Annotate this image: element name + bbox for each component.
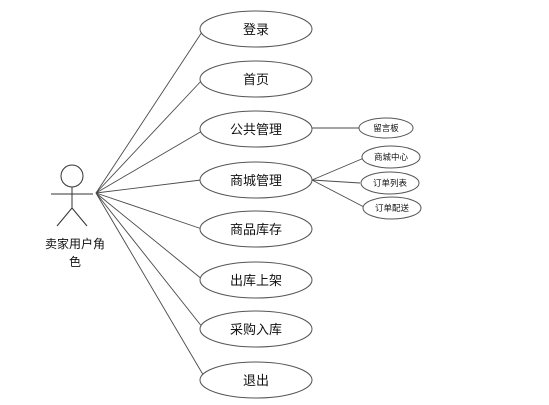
use-case-login-label: 登录 (243, 23, 269, 38)
actor-associations (95, 28, 206, 379)
use-case-stock-shape (199, 210, 313, 248)
sub-case-order-list[interactable]: 订单列表 (360, 171, 420, 195)
use-case-purchase[interactable]: 采购入库 (199, 310, 313, 348)
use-case-public-label: 公共管理 (230, 123, 282, 138)
use-case-logout-shape (199, 361, 313, 399)
assoc-order-list (311, 179, 361, 184)
use-case-stock-label: 商品库存 (230, 222, 282, 238)
actor-figure (51, 164, 93, 227)
use-case-home-shape (199, 60, 313, 98)
sub-case-board[interactable]: 留言板 (358, 117, 414, 139)
use-case-logout[interactable]: 退出 (199, 361, 313, 399)
assoc-shelve (95, 192, 204, 281)
sub-case-mall-center-shape (361, 145, 421, 169)
sub-case-board-label: 留言板 (373, 123, 399, 134)
use-case-mall-shape (199, 161, 313, 199)
use-case-stock[interactable]: 商品库存 (199, 210, 313, 248)
actor-right-leg (71, 207, 88, 227)
actor-head (60, 164, 84, 188)
assoc-logout (95, 192, 206, 379)
use-case-public[interactable]: 公共管理 (199, 110, 313, 148)
assoc-public (95, 130, 203, 194)
use-case-public-shape (199, 110, 313, 148)
sub-associations (311, 127, 365, 208)
use-case-home-label: 首页 (243, 73, 269, 88)
use-case-login-shape (199, 10, 313, 48)
assoc-order-ship (311, 179, 365, 208)
sub-case-order-list-shape (360, 171, 420, 195)
use-case-login[interactable]: 登录 (199, 10, 313, 48)
assoc-login (95, 28, 205, 194)
sub-case-order-list-label: 订单列表 (373, 178, 408, 189)
assoc-purchase (95, 192, 204, 329)
sub-case-order-ship-shape (362, 196, 422, 220)
use-case-mall[interactable]: 商城管理 (199, 161, 313, 199)
use-case-home[interactable]: 首页 (199, 60, 313, 98)
use-case-mall-label: 商城管理 (230, 174, 282, 189)
actor-left-leg (56, 207, 73, 227)
assoc-mall-center (311, 157, 365, 181)
use-case-shelve[interactable]: 出库上架 (199, 261, 313, 299)
use-case-shelve-shape (199, 261, 313, 299)
sub-case-order-ship[interactable]: 订单配送 (362, 196, 422, 220)
assoc-mall (95, 179, 202, 194)
sub-case-board-shape (358, 117, 414, 139)
use-case-purchase-label: 采购入库 (230, 322, 282, 338)
use-case-logout-label: 退出 (243, 374, 269, 389)
sub-case-mall-center[interactable]: 商城中心 (361, 145, 421, 169)
use-case-shelve-label: 出库上架 (230, 273, 282, 289)
actor-label-line2: 色 (69, 255, 81, 269)
assoc-stock (95, 192, 203, 230)
assoc-home (95, 78, 204, 194)
actor-label-line1: 卖家用户角 (45, 236, 105, 251)
sub-case-order-ship-label: 订单配送 (375, 203, 410, 214)
sub-case-mall-center-label: 商城中心 (374, 152, 409, 163)
use-case-purchase-shape (199, 310, 313, 348)
